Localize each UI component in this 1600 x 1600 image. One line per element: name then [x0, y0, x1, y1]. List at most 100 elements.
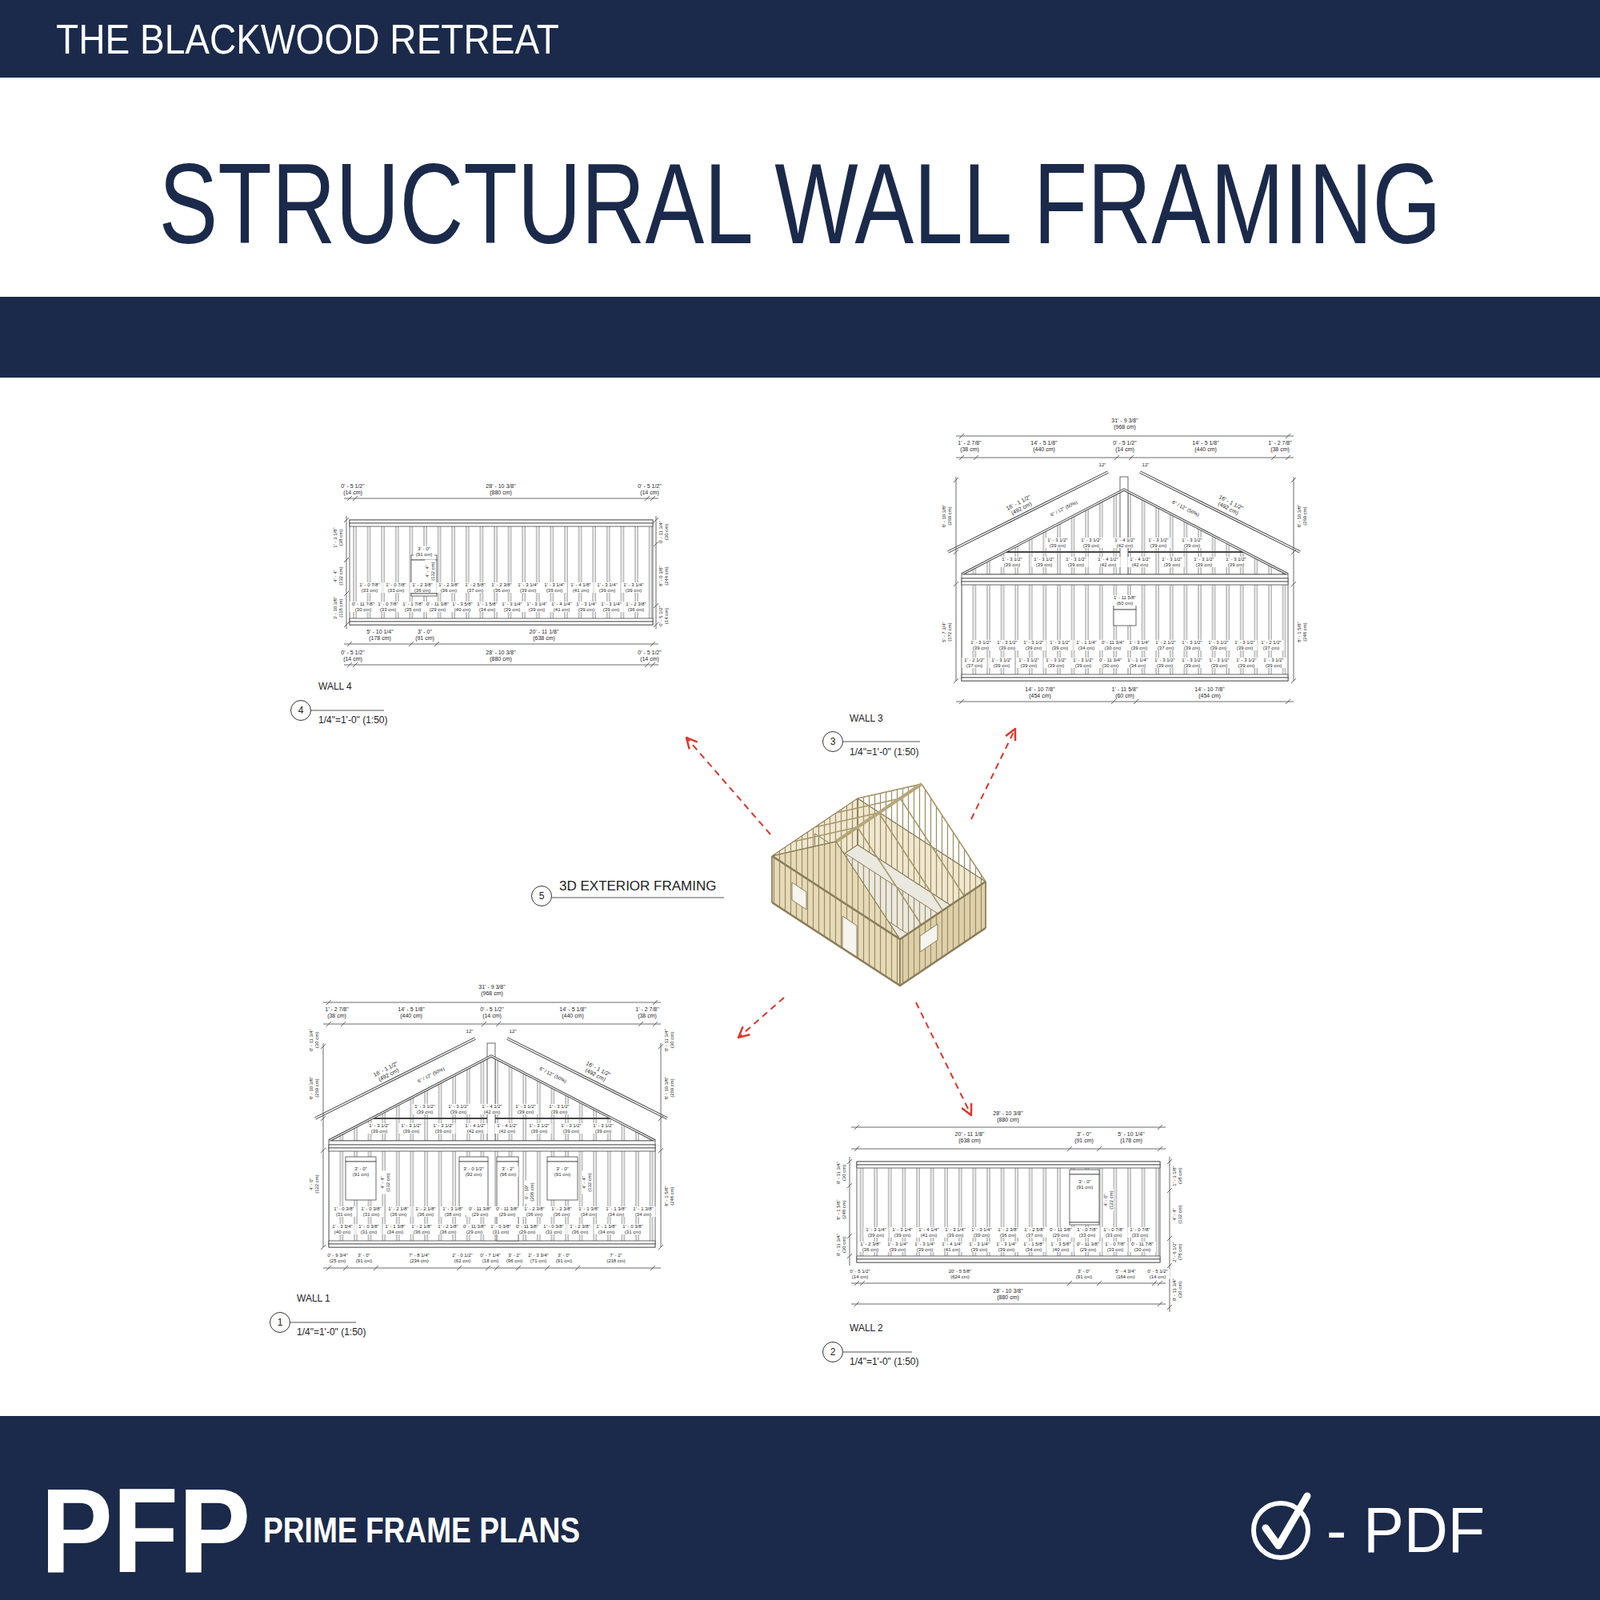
dimension-label: 1' - 1 1/4" (34 cm) — [1125, 657, 1151, 668]
dimension-label: 1' - 11 5/8" (60 cm) — [1111, 595, 1139, 606]
dimension-label: 0' - 11 3/8" (29 cm) — [1047, 1227, 1075, 1238]
dimension-label: 4' - 4" (132 cm) — [380, 1171, 391, 1195]
dimension-label: 1' - 2 3/8" (36 cm) — [410, 582, 436, 593]
frame-rect — [961, 677, 1288, 681]
dimension-label: 1' - 3 1/4" (39 cm) — [595, 582, 620, 593]
sheet-title: STRUCTURAL WALL FRAMING — [158, 147, 1441, 261]
dimension-label: 1' - 0 7/8" (33 cm) — [1103, 1241, 1128, 1252]
dimension-label: 4' - 4" (132 cm) — [424, 560, 436, 584]
dimension-label: 8' - 10 3/8" (269 cm) — [308, 1074, 320, 1102]
dimension-label: 0' - 11 3/8" (29 cm) — [424, 601, 452, 612]
dimension-label: 1' - 1 7/8" (35 cm) — [400, 601, 426, 612]
dimension-label: 1' - 3 1/4" (39 cm) — [621, 582, 647, 593]
dimension-label: 3' - 0" (91 cm) — [353, 1252, 375, 1264]
frame-line — [956, 699, 1294, 704]
dimension-label: 3' - 0" (91 cm) — [413, 546, 435, 557]
callout-number: 1 — [277, 1317, 284, 1328]
dimension-label: 14' - 10 7/8" (454 cm) — [1192, 686, 1228, 700]
dimension-label: 1' - 3 1/2" (39 cm) — [1146, 537, 1172, 548]
dimension-label: 4' - 4" (132 cm) — [332, 564, 344, 588]
dimension-label: 0' - 5 1/2" (14 cm) — [636, 483, 664, 496]
dimension-label: 4' - 4" (132 cm) — [1172, 1203, 1183, 1227]
dimension-label: 1' - 3 5/8" (40 cm) — [450, 601, 476, 612]
dimension-label: 12" — [508, 1028, 518, 1035]
dimension-label: 0' - 11 3/8" (29 cm) — [513, 1224, 541, 1235]
dimension-label: 1' - 2 7/8" (38 cm) — [323, 1006, 352, 1020]
dimension-label: 7' - 2" (218 cm) — [604, 1252, 628, 1264]
dimension-label: 1' - 3 1/2" (39 cm) — [1152, 657, 1178, 668]
frame-rect — [1069, 1169, 1100, 1175]
dimension-label: 1' - 2 3/8" (36 cm) — [624, 601, 649, 612]
dimension-label: 1' - 3 1/2" (39 cm) — [968, 640, 994, 651]
frame-line — [344, 496, 659, 668]
title-band: PFPPRIME FRAME PLANS- PDF — [0, 1416, 1600, 1600]
dimension-label: 16' - 1 1/2" (492 cm) — [1212, 492, 1247, 519]
title-band: THE BLACKWOOD RETREAT — [0, 0, 1600, 78]
dimension-label: 1' - 2 3/8" (36 cm) — [522, 1206, 548, 1217]
dimension-label: 1' - 3 1/2" (39 cm) — [547, 1104, 572, 1115]
dimension-label: 8' - 10 3/8" (269 cm) — [664, 1074, 675, 1102]
dimension-label: 8' - 1 5/8" (248 cm) — [1296, 620, 1308, 645]
dimension-label: 1' - 3 5/8" (40 cm) — [1048, 1241, 1074, 1252]
frame-rect — [459, 1156, 488, 1162]
dimension-label: 1' - 2 3/8" (36 cm) — [436, 582, 462, 593]
dimension-label: 1' - 2 3/8" (36 cm) — [489, 582, 515, 593]
dimension-label: 0' - 9 3/4" (25 cm) — [325, 1252, 351, 1264]
dimension-label: 0' - 11 3/8" (29 cm) — [466, 1206, 494, 1217]
callout-line — [290, 710, 920, 1352]
dimension-label: 28' - 10 3/8" (880 cm) — [484, 649, 519, 663]
frame-rect — [547, 1161, 578, 1200]
frame-panel — [772, 841, 900, 940]
dimension-label: 28' - 10 3/8" (880 cm) — [484, 483, 519, 496]
dimension-label: 1' - 3 1/2" (39 cm) — [1180, 640, 1205, 651]
frame-rect — [856, 1164, 1160, 1168]
wall-1-frame — [315, 1000, 668, 1250]
dimension-label: 1' - 3 1/2" (39 cm) — [1206, 640, 1232, 651]
frame-rect — [961, 574, 1288, 579]
dimension-label: 0' - 11 7/8" (30 cm) — [1128, 1241, 1156, 1252]
dimension-label: 1' - 4 1/2" (42 cm) — [480, 1104, 505, 1115]
dimension-label: 1' - 2 1/8" (36 cm) — [413, 1206, 439, 1217]
3d-frame-model — [772, 784, 986, 986]
frame-panel — [772, 841, 900, 940]
dimension-label: 1' - 3 1/2" (39 cm) — [431, 1123, 456, 1134]
dimension-label: 1' - 3 1/2" (39 cm) — [1180, 537, 1205, 548]
dimension-label: 0' - 11 3/4" (30 cm) — [1172, 1276, 1183, 1304]
frame-rect — [349, 621, 653, 625]
dimension-label: 1' - 0 7/8" (33 cm) — [1128, 1227, 1153, 1238]
dimension-label: 7' - 8 1/4" (234 cm) — [407, 1252, 432, 1264]
dimension-label: 3' - 0" (91 cm) — [553, 1252, 575, 1264]
dimension-label: 31' - 9 3/8" (968 cm) — [476, 984, 508, 997]
dimension-label: 28' - 10 3/8" (880 cm) — [991, 1288, 1026, 1301]
dimension-label: 3' - 0" (91 cm) — [552, 1166, 573, 1177]
dimension-label: 1' - 3 1/2" (39 cm) — [995, 640, 1020, 651]
dimension-label: 1' - 3 1/2" (39 cm) — [527, 1123, 552, 1134]
dimension-label: 1' - 4 1/2" (42 cm) — [495, 1123, 520, 1134]
dimension-label: 0' - 11 3/8" (29 cm) — [493, 1206, 521, 1217]
dimension-label: 0' - 11 3/4" (30 cm) — [658, 518, 669, 546]
frame-rect — [856, 1256, 1160, 1260]
frame-rect — [961, 578, 1288, 681]
frame-rect — [349, 618, 653, 622]
dimension-label: 6" / 12" (50%) — [1170, 499, 1201, 519]
dimension-label: 1' - 3 1/4" (39 cm) — [967, 1241, 992, 1252]
frame-line — [971, 728, 1016, 820]
frame-panel — [842, 916, 857, 958]
wall-2-elevation — [847, 1124, 1172, 1312]
dimension-label: 1' - 1 3/8" (34 cm) — [604, 1206, 629, 1217]
view-label: WALL 3 — [849, 713, 884, 724]
dimension-label: 1' - 3 1/2" (39 cm) — [412, 1104, 438, 1115]
wall-1-openings — [323, 1156, 661, 1271]
dimension-label: 1' - 3 1/2" (39 cm) — [367, 1123, 392, 1134]
dimension-label: 1' - 2 3/8" (36 cm) — [568, 1224, 593, 1235]
frame-panel — [857, 784, 986, 882]
dimension-label: 1' - 0 3/8" (31 cm) — [620, 1224, 646, 1235]
dimension-label: 1' - 3 1/4" (39 cm) — [1127, 640, 1152, 651]
dimension-label: 0' - 5 1/2" (14 cm) — [848, 1268, 873, 1280]
frame-line — [772, 856, 986, 986]
dimension-label: 1' - 3 1/4" (39 cm) — [885, 1241, 911, 1252]
dimension-label: 5' - 10 1/4" (178 cm) — [364, 628, 396, 642]
dimension-label: 1' - 3 1/2" (39 cm) — [1160, 556, 1185, 568]
frame-line — [323, 1265, 661, 1271]
dimension-label: 20' - 11 1/8" (638 cm) — [952, 1131, 987, 1144]
